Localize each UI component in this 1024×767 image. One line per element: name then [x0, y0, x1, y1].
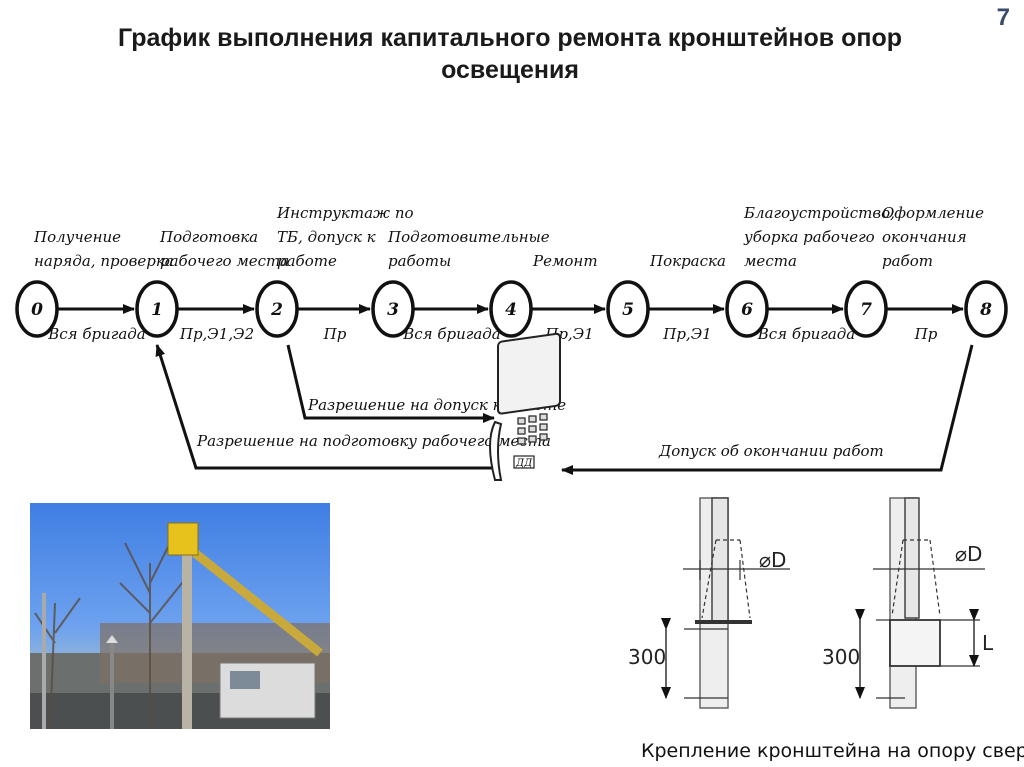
event-node — [135, 280, 179, 338]
task-label: рабочего места — [160, 252, 289, 270]
page-number: 7 — [996, 4, 1010, 31]
event-node — [964, 280, 1008, 338]
telephone-icon: ДД — [489, 332, 561, 481]
drawing-caption: Крепление кронштейна на опору сверху — [641, 740, 1024, 762]
bracket-drawing-left — [661, 497, 790, 709]
event-node — [371, 280, 415, 338]
task-label: уборка рабочего — [743, 228, 875, 246]
task-label: места — [744, 252, 797, 270]
performer-label: Вся бригада — [757, 325, 856, 343]
diameter-label-left: ⌀D — [759, 548, 786, 572]
event-node-label: 0 — [31, 300, 43, 320]
performer-label: Пр,Э1,Э2 — [179, 325, 254, 343]
task-label: Оформление — [882, 204, 984, 222]
task-label: наряда, проверка — [34, 252, 174, 270]
event-node-label: 4 — [505, 300, 517, 320]
event-node-label: 8 — [979, 300, 992, 320]
event-node-label: 7 — [860, 300, 872, 320]
event-nodes: 0 1 2 3 4 5 6 7 8 — [15, 280, 1008, 338]
performer-label: Вся бригада — [402, 325, 501, 343]
performer-label: Пр — [914, 325, 938, 343]
event-node-label: 5 — [622, 300, 634, 320]
performer-label: Пр,Э1 — [662, 325, 711, 343]
title-line-1: График выполнения капитального ремонта к… — [118, 24, 902, 52]
completion-arrow — [561, 344, 974, 475]
event-node — [489, 280, 533, 338]
task-label: работ — [882, 252, 933, 270]
task-label: окончания — [882, 228, 967, 246]
repair-crew-photo — [30, 503, 330, 729]
event-node-label: 1 — [151, 300, 163, 320]
event-node — [725, 280, 769, 338]
dim-300-right: 300 — [822, 645, 860, 669]
bracket-drawing-right — [855, 497, 985, 709]
task-labels: Получение наряда, проверка Подготовка рабоч… — [33, 204, 984, 270]
task-label: Ремонт — [532, 252, 598, 270]
completion-label: Допуск об окончании работ — [658, 442, 884, 460]
phone-label: ДД — [515, 458, 533, 469]
task-label: Благоустройство, — [743, 204, 895, 222]
task-label: работе — [277, 252, 337, 270]
task-label: Подготовительные — [387, 228, 550, 246]
diameter-label-right: ⌀D — [955, 542, 982, 566]
performer-label: Вся бригада — [47, 325, 146, 343]
page-title: График выполнения капитального ремонта к… — [30, 22, 990, 86]
photo-illustration — [30, 522, 330, 729]
task-label: работы — [388, 252, 451, 270]
performer-label: Пр — [323, 325, 347, 343]
dim-l-label: L — [982, 631, 994, 655]
task-label: ТБ, допуск к — [277, 228, 376, 246]
prep-permit-arrow — [155, 344, 494, 470]
event-node — [844, 280, 888, 338]
event-node — [255, 280, 299, 338]
event-node-label: 3 — [387, 300, 399, 320]
event-node — [606, 280, 650, 338]
title-line-2: освещения — [441, 56, 579, 84]
task-label: Покраска — [649, 252, 726, 270]
event-node-label: 2 — [270, 300, 283, 320]
event-node-label: 6 — [741, 300, 753, 320]
work-permit-arrow — [286, 344, 495, 423]
event-node — [15, 280, 59, 338]
task-label: Получение — [33, 228, 121, 246]
dim-300-left: 300 — [628, 645, 666, 669]
prep-permit-label: Разрешение на подготовку рабочего места — [196, 432, 551, 450]
task-label: Инструктаж по — [276, 204, 414, 222]
task-label: Подготовка — [159, 228, 258, 246]
